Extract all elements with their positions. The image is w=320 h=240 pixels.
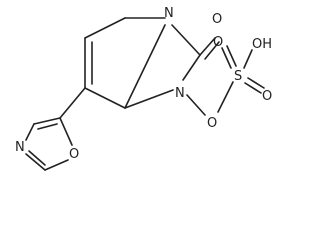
atom-o-ether: O <box>207 116 217 131</box>
bond-lines <box>25 17 265 171</box>
bond-c3-c4 <box>84 87 126 109</box>
bond-ox-c2-n <box>25 153 46 171</box>
atom-oh-label: OH <box>252 37 272 52</box>
bond-ox-o-c2 <box>44 159 69 171</box>
atom-labels: N O N O S O OH O O N <box>15 6 272 162</box>
bond-c5-o-double-b <box>204 41 220 60</box>
bond-c4-n1-bridge <box>124 24 166 109</box>
bond-c1-c2 <box>84 17 126 39</box>
bond-c3-oxazole <box>59 87 86 119</box>
bond-o-s <box>217 81 234 113</box>
bond-s-o-right-b <box>244 82 262 94</box>
bond-n1-c5 <box>171 24 201 56</box>
atom-o-oxazole: O <box>69 147 79 162</box>
bond-c5-o-double-a <box>199 37 216 56</box>
bond-ox-c2-n-inner <box>28 150 46 166</box>
atom-o-sulfonyl-bottom-right: O <box>262 89 272 104</box>
molecule-diagram: N O N O S O OH O O N <box>15 6 272 171</box>
bond-s-o-top-b <box>226 45 237 67</box>
bond-c5-n2 <box>182 54 201 81</box>
atom-n-bridgehead: N <box>164 6 174 21</box>
atom-n-amide: N <box>175 86 185 101</box>
bond-n2-c4 <box>124 89 174 109</box>
atom-s-sulfur: S <box>234 69 242 84</box>
atom-o-carbonyl: O <box>212 12 222 27</box>
structure-canvas: N O N O S O OH O O N <box>15 6 273 171</box>
bond-ox-c4-c5 <box>33 117 61 125</box>
bond-n2-o <box>186 94 206 116</box>
bond-ox-c4-c5-inner <box>37 123 58 130</box>
bond-ox-n-c4 <box>25 123 35 141</box>
atom-n-oxazole: N <box>15 140 25 155</box>
atom-o-sulfonyl-top-left: O <box>213 35 223 50</box>
bond-s-o-top-a <box>221 47 232 69</box>
bond-s-oh <box>243 49 253 69</box>
bond-ox-c5-o <box>59 117 73 146</box>
bond-s-o-right-a <box>247 77 265 89</box>
